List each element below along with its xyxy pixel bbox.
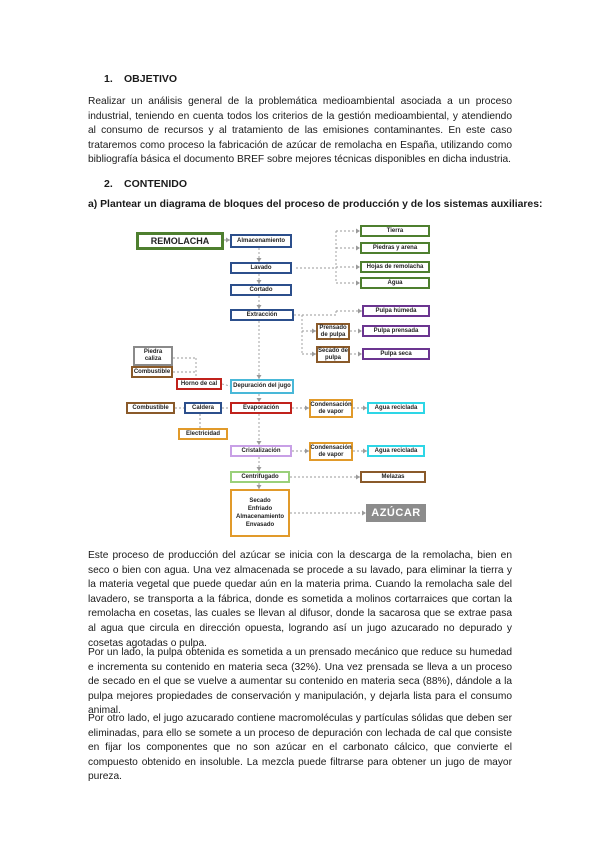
section-title: OBJETIVO bbox=[124, 73, 178, 85]
block-agua-reciclada-2: Agua reciclada bbox=[367, 445, 425, 457]
section-number: 2. bbox=[104, 178, 113, 190]
block-agua: Agua bbox=[360, 277, 430, 289]
paragraph-jugo: Por otro lado, el jugo azucarado contien… bbox=[88, 713, 512, 783]
block-agua-reciclada-1: Agua reciclada bbox=[367, 402, 425, 414]
block-azucar: AZÚCAR bbox=[366, 504, 426, 522]
block-caldera: Caldera bbox=[184, 402, 222, 414]
block-pulpa-seca: Pulpa seca bbox=[362, 348, 430, 360]
block-hojas-remolacha: Hojas de remolacha bbox=[360, 261, 430, 273]
section-number: 1. bbox=[104, 73, 113, 85]
block-almacenamiento: Almacenamiento bbox=[230, 234, 292, 248]
final-step-enfriado: Enfriado bbox=[247, 506, 273, 512]
final-step-envasado: Envasado bbox=[245, 522, 275, 528]
block-condensacion-vapor-1: Condensación de vapor bbox=[309, 399, 353, 418]
final-step-secado: Secado bbox=[249, 498, 271, 504]
block-condensacion-vapor-2: Condensación de vapor bbox=[309, 442, 353, 461]
block-tierra: Tierra bbox=[360, 225, 430, 237]
block-combustible-horno: Combustible bbox=[131, 366, 173, 378]
subheading-diagram: a) Plantear un diagrama de bloques del p… bbox=[88, 199, 543, 210]
block-secado-pulpa: Secado de pulpa bbox=[316, 346, 350, 363]
paragraph-pulpa: Por un lado, la pulpa obtenida es someti… bbox=[88, 647, 512, 717]
block-centrifugado: Centrifugado bbox=[230, 471, 290, 483]
block-melazas: Melazas bbox=[360, 471, 426, 483]
paragraph-objetivo: Realizar un análisis general de la probl… bbox=[88, 96, 512, 166]
final-step-almacenamiento: Almacenamiento bbox=[235, 514, 284, 520]
block-pulpa-humeda: Pulpa húmeda bbox=[362, 305, 430, 317]
block-cristalizacion: Cristalización bbox=[230, 445, 292, 457]
paragraph-proceso: Este proceso de producción del azúcar se… bbox=[88, 550, 512, 649]
diagram-connectors bbox=[173, 228, 367, 516]
block-secado-envasado: Secado Enfriado Almacenamiento Envasado bbox=[230, 489, 290, 537]
block-electricidad: Electricidad bbox=[178, 428, 228, 440]
block-horno-cal: Horno de cal bbox=[176, 378, 222, 390]
block-piedra-caliza: Piedra caliza bbox=[133, 346, 173, 366]
block-pulpa-prensada: Pulpa prensada bbox=[362, 325, 430, 337]
section-title: CONTENIDO bbox=[124, 178, 187, 190]
section-heading-objetivo: 1. OBJETIVO bbox=[104, 73, 177, 85]
block-lavado: Lavado bbox=[230, 262, 292, 274]
block-evaporacion: Evaporación bbox=[230, 402, 292, 414]
block-combustible-caldera: Combustible bbox=[126, 402, 175, 414]
block-piedras-arena: Piedras y arena bbox=[360, 242, 430, 254]
block-remolacha: REMOLACHA bbox=[136, 232, 224, 250]
block-depuracion-jugo: Depuración del jugo bbox=[230, 379, 294, 394]
section-heading-contenido: 2. CONTENIDO bbox=[104, 178, 187, 190]
block-prensado-pulpa: Prensado de pulpa bbox=[316, 323, 350, 340]
block-cortado: Cortado bbox=[230, 284, 292, 296]
block-extraccion: Extracción bbox=[230, 309, 294, 321]
